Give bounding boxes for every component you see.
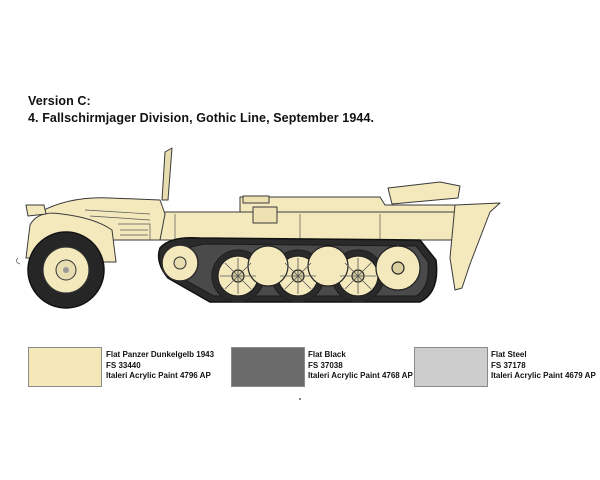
drive-sprocket [161, 244, 199, 282]
paint-fs-code: FS 37178 [491, 360, 526, 370]
hood-details [16, 209, 381, 265]
paint-name: Flat Steel [491, 350, 527, 359]
paint-fs-code: FS 37038 [308, 360, 343, 370]
vehicle-body [25, 147, 501, 291]
version-title: Version C: [28, 94, 91, 108]
half-track-illustration [16, 147, 501, 309]
paint-product: Italeri Acrylic Paint 4796 AP [106, 371, 211, 380]
paint-info-flat-black: Flat Black FS 37038 Italeri Acrylic Pain… [308, 350, 413, 382]
paint-product: Italeri Acrylic Paint 4768 AP [308, 371, 413, 380]
paint-info-dunkelgelb: Flat Panzer Dunkelgelb 1943 FS 33440 Ita… [106, 350, 214, 382]
heading: Version C: 4. Fallschirmjager Division, … [28, 93, 374, 127]
paint-swatch-flat-steel [414, 347, 488, 387]
paint-product: Italeri Acrylic Paint 4679 AP [491, 371, 596, 380]
paint-info-flat-steel: Flat Steel FS 37178 Italeri Acrylic Pain… [491, 350, 596, 382]
paint-swatch-flat-black [231, 347, 305, 387]
page-mark [299, 398, 301, 400]
front-wheel [27, 231, 105, 309]
paint-swatch-dunkelgelb [28, 347, 102, 387]
paint-name: Flat Panzer Dunkelgelb 1943 [106, 350, 215, 359]
paint-name: Flat Black [308, 350, 346, 359]
wheel-spokes [220, 258, 376, 294]
version-subtitle: 4. Fallschirmjager Division, Gothic Line… [28, 111, 375, 125]
paint-fs-code: FS 33440 [106, 360, 141, 370]
